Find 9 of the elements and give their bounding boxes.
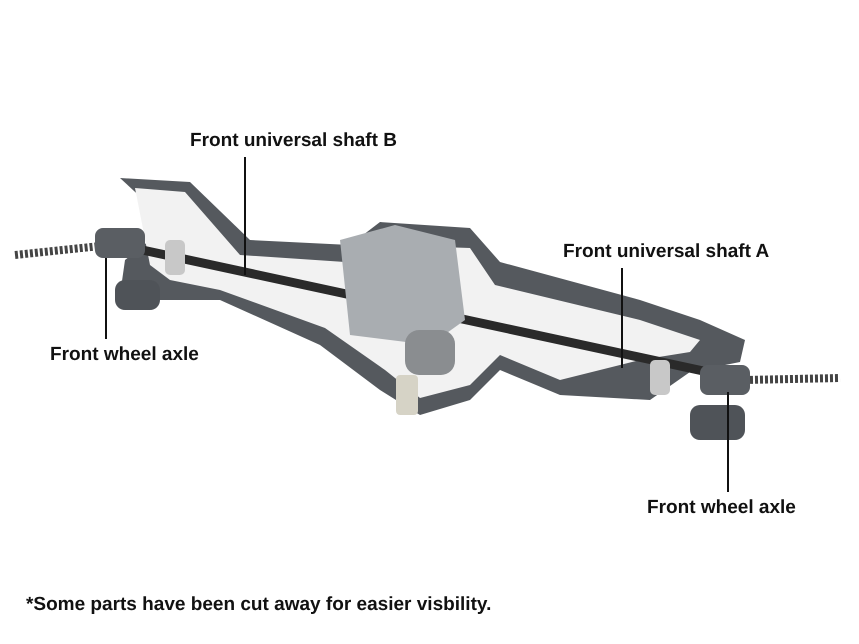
- leader-line: [244, 157, 246, 275]
- part-label: Front wheel axle: [647, 496, 796, 520]
- part-label: Front universal shaft A: [563, 240, 770, 264]
- caption: *Some parts have been cut away for easier visbility.: [26, 593, 492, 617]
- part-label: Front wheel axle: [50, 343, 199, 367]
- leader-line: [105, 258, 107, 339]
- leader-line: [621, 268, 623, 368]
- leader-line: [727, 392, 729, 492]
- part-label: Front universal shaft B: [190, 129, 397, 153]
